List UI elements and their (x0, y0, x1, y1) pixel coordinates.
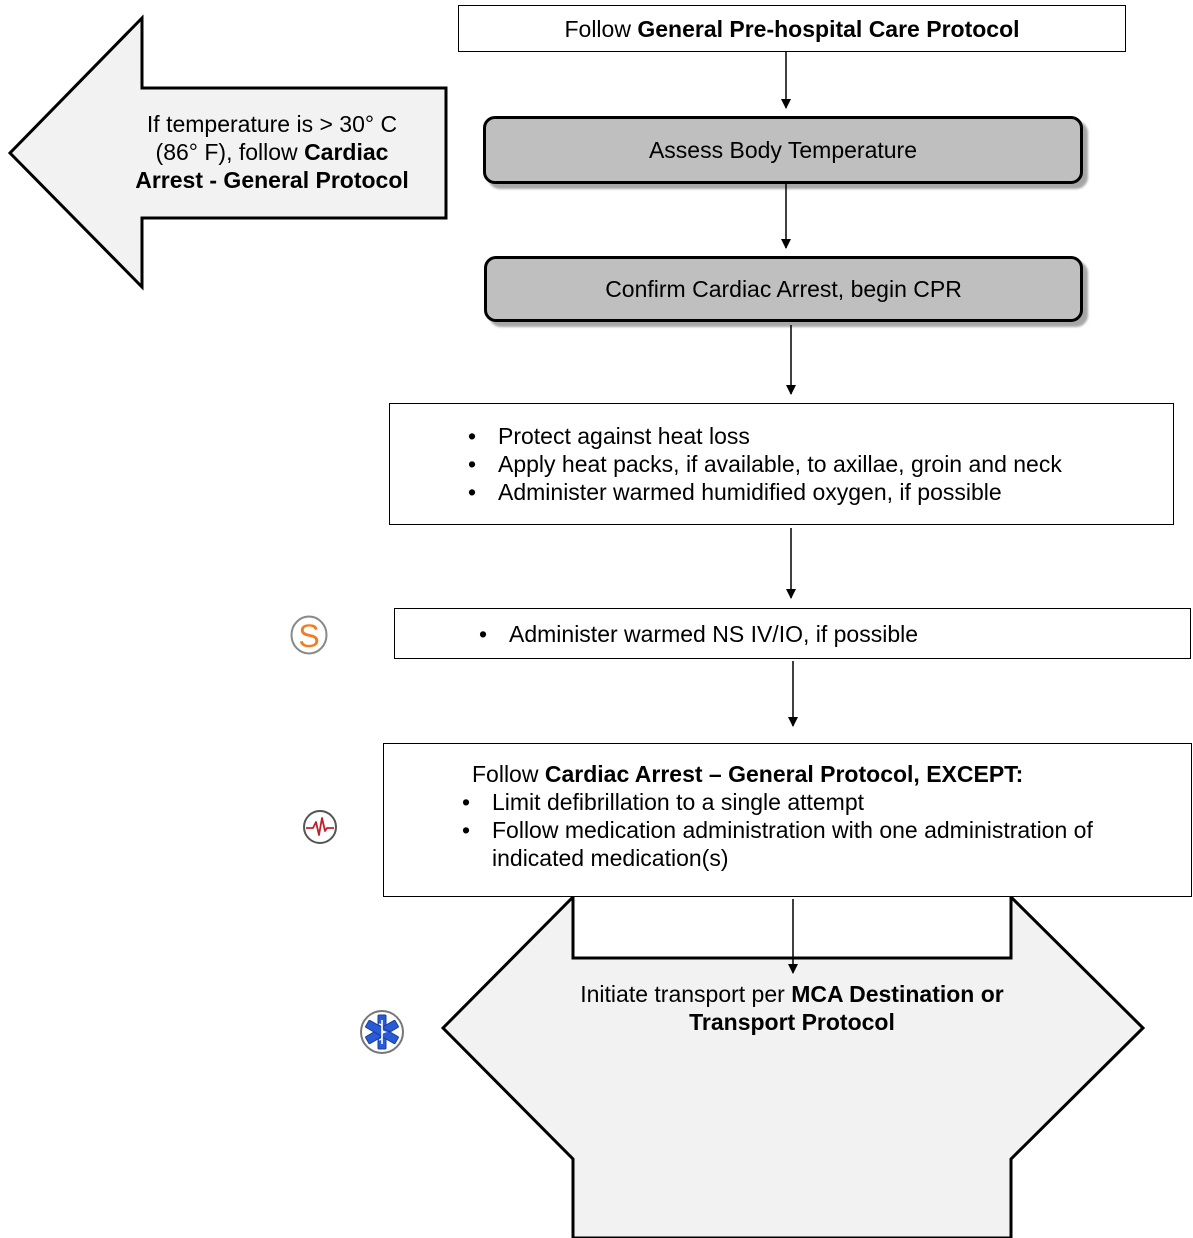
specialist-s-icon: S (289, 614, 329, 656)
general-care-prefix: Follow (564, 15, 638, 42)
transport-arrow-shape (440, 893, 1146, 1238)
heat-loss-box: Protect against heat loss Apply heat pac… (389, 403, 1174, 525)
list-item: Apply heat packs, if available, to axill… (460, 450, 1173, 478)
cardiac-arrest-protocol-link: Cardiac Arrest – General Protocol, EXCEP… (544, 761, 1024, 787)
assess-temperature-label: Assess Body Temperature (648, 137, 918, 163)
left-arrow-line2-bold: Cardiac (304, 139, 389, 165)
list-item: Limit defibrillation to a single attempt (454, 788, 1144, 816)
left-arrow-text: If temperature is > 30° C (86° F), follo… (102, 110, 442, 194)
left-arrow-line2: (86° F), follow Cardiac (102, 138, 442, 166)
list-item: Administer warmed NS IV/IO, if possible (471, 620, 1190, 648)
left-arrow-line1: If temperature is > 30° C (146, 111, 398, 137)
left-arrow-line3-bold: Arrest - General Protocol (135, 167, 409, 193)
ns-fluids-box: Administer warmed NS IV/IO, if possible (394, 608, 1191, 659)
left-arrow-line3: Arrest - General Protocol (102, 166, 442, 194)
cardiac-arrest-list: Limit defibrillation to a single attempt… (454, 788, 1144, 872)
transport-line1: Initiate transport per MCA Destination o… (573, 980, 1011, 1008)
list-item: Administer warmed humidified oxygen, if … (460, 478, 1173, 506)
transport-line2: Transport Protocol (573, 1008, 1011, 1036)
general-care-protocol-link: General Pre-hospital Care Protocol (637, 15, 1020, 42)
star-of-life-icon (359, 1009, 405, 1055)
svg-text:S: S (298, 618, 319, 654)
transport-bold1: MCA Destination or (791, 981, 1004, 1007)
transport-arrow-text: Initiate transport per MCA Destination o… (573, 980, 1011, 1036)
list-item: Follow medication administration with on… (454, 816, 1144, 872)
transport-prefix: Initiate transport per (580, 981, 792, 1007)
left-arrow-shape (7, 14, 448, 291)
cardiac-arrest-prefix: Follow (472, 761, 545, 787)
assess-temperature-box: Assess Body Temperature (483, 116, 1083, 184)
general-care-box: Follow General Pre-hospital Care Protoco… (458, 5, 1126, 52)
confirm-arrest-label: Confirm Cardiac Arrest, begin CPR (605, 276, 962, 302)
cardiac-arrest-box: Follow Cardiac Arrest – General Protocol… (383, 743, 1192, 897)
ecg-monitor-icon (302, 809, 338, 845)
ns-fluids-list: Administer warmed NS IV/IO, if possible (471, 620, 1190, 648)
cardiac-arrest-heading: Follow Cardiac Arrest – General Protocol… (454, 760, 1191, 788)
heat-loss-list: Protect against heat loss Apply heat pac… (460, 422, 1173, 506)
general-care-text: Follow General Pre-hospital Care Protoco… (564, 15, 1019, 43)
transport-bold2: Transport Protocol (689, 1009, 895, 1035)
list-item: Protect against heat loss (460, 422, 1173, 450)
confirm-arrest-box: Confirm Cardiac Arrest, begin CPR (484, 256, 1083, 322)
left-arrow-line2-plain: (86° F), follow (155, 139, 305, 165)
